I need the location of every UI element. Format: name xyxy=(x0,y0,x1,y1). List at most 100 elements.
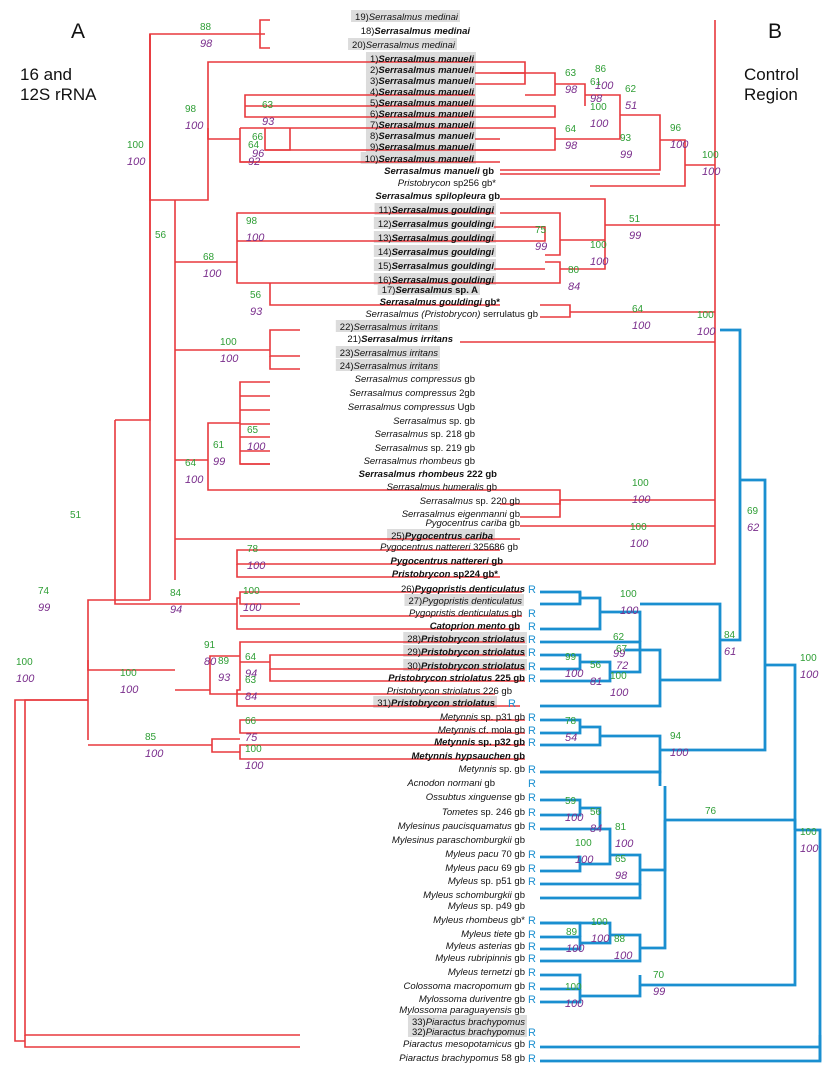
tree-a-branch xyxy=(236,641,525,707)
taxon-number: 26) xyxy=(401,584,415,595)
taxon-suffix: gb xyxy=(512,792,525,803)
support-bootstrap: 64 xyxy=(632,304,644,315)
taxon-name: Catoprion mento xyxy=(430,621,506,632)
tree-b-branch xyxy=(540,770,662,786)
taxon-name: Serrasalmus humeralis xyxy=(387,482,484,493)
taxon-name: Myleus ternetzi xyxy=(448,967,513,978)
tree-a-branch xyxy=(209,655,495,695)
support-bootstrap: 100 xyxy=(702,150,719,161)
r-marker: R xyxy=(528,725,536,737)
taxon-name: Serrasalmus manueli xyxy=(378,65,474,76)
taxon-label: 18)Serrasalmus medinai xyxy=(361,26,471,37)
support-bootstrap: 66 xyxy=(252,132,264,143)
support-bootstrap: 91 xyxy=(204,640,216,651)
taxon-name: Serrasalmus xyxy=(420,496,474,507)
tree-a-branch xyxy=(211,738,240,753)
taxon-name: Serrasalmus irritans xyxy=(354,322,439,333)
taxon-name: Serrasalmus gouldingi xyxy=(392,247,495,258)
taxon-number: 5) xyxy=(370,98,378,109)
taxon-name: Serrasalmus manueli xyxy=(378,109,474,120)
support-bootstrap: 88 xyxy=(200,22,212,33)
taxon-suffix: gb xyxy=(489,556,503,567)
support-bootstrap: 51 xyxy=(629,214,641,225)
taxon-name: Serrasalmus xyxy=(375,443,429,454)
taxon-name: Serrasalmus medinai xyxy=(366,40,456,51)
taxon-suffix: Ugb xyxy=(455,402,475,413)
taxon-suffix: 226 gb xyxy=(480,686,512,697)
taxon-highlight xyxy=(365,74,476,86)
support-posterior: 100 xyxy=(591,933,610,945)
support-bootstrap: 100 xyxy=(800,653,817,664)
taxon-label: Pristobrycon striolatus 225 gb xyxy=(388,673,525,684)
support-bootstrap: 100 xyxy=(127,140,144,151)
tree-b-branch xyxy=(580,843,612,866)
support-bootstrap: 56 xyxy=(155,230,167,241)
taxon-name: Metynnis xyxy=(438,725,476,736)
taxon-suffix: 225 gb xyxy=(492,673,525,684)
taxon-suffix: gb xyxy=(512,994,525,1005)
taxon-label: 13)Serrasalmus gouldingi xyxy=(378,233,495,244)
support-posterior: 100 xyxy=(245,760,264,772)
taxon-number: 1) xyxy=(370,54,378,65)
taxon-label: 32)Piaractus brachypomus xyxy=(412,1027,525,1038)
support-posterior: 80 xyxy=(204,656,217,668)
support-bootstrap: 68 xyxy=(203,252,215,263)
taxon-number: 21) xyxy=(347,334,361,345)
tree-a-branch xyxy=(175,128,209,201)
taxon-label: Serrasalmus rhombeus 222 gb xyxy=(359,469,498,480)
support-bootstrap: 56 xyxy=(250,290,262,301)
taxon-label: Serrasalmus sp. 219 gb xyxy=(375,443,475,454)
taxon-number: 2) xyxy=(370,65,378,76)
support-posterior: 100 xyxy=(632,494,651,506)
support-posterior: 94 xyxy=(170,604,182,616)
taxon-name: Pristobrycon striolatus xyxy=(391,698,495,709)
tree-a-branch xyxy=(114,600,175,605)
tree-b-branch xyxy=(540,973,582,991)
support-bootstrap: 56 xyxy=(590,807,602,818)
taxon-name: Pristobrycon striolatus xyxy=(387,686,481,697)
taxon-highlight xyxy=(373,245,496,257)
taxon-number: 20) xyxy=(352,40,366,51)
taxon-highlight xyxy=(403,659,527,671)
taxon-name: Mylossoma paraguayensis xyxy=(399,1005,512,1016)
taxon-suffix: gb xyxy=(512,1039,525,1050)
tree-a-branch xyxy=(269,669,525,682)
taxon-name: Serrasalmus compressus xyxy=(355,374,462,385)
taxon-suffix: 58 gb xyxy=(499,1053,525,1064)
support-bootstrap: 78 xyxy=(247,544,259,555)
taxon-suffix: sp. 246 gb xyxy=(478,807,525,818)
taxon-label: Myleus ternetzi gb xyxy=(448,967,525,978)
taxon-name: Serrasalmus xyxy=(375,429,429,440)
tree-b-branch xyxy=(540,989,582,1004)
taxon-highlight xyxy=(365,85,476,97)
r-marker: R xyxy=(528,764,536,776)
taxon-label: 17)Serrasalmus sp. A xyxy=(382,285,478,296)
tree-a-branch xyxy=(500,489,561,505)
support-posterior: 96 xyxy=(252,148,265,160)
taxon-label: Mylesinus paucisquamatus gb xyxy=(398,821,525,832)
taxon-number: 27) xyxy=(408,596,422,607)
support-posterior: 100 xyxy=(127,156,146,168)
support-posterior: 98 xyxy=(615,870,628,882)
support-bootstrap: 70 xyxy=(653,970,665,981)
taxon-label: 24)Serrasalmus irritans xyxy=(340,361,438,372)
taxon-label: 23)Serrasalmus irritans xyxy=(340,348,438,359)
taxon-name: Metynnis xyxy=(440,712,478,723)
taxon-label: Myleus schomburgkii gb xyxy=(423,890,525,901)
support-bootstrap: 59 xyxy=(565,796,577,807)
taxon-label: 29)Pristobrycon striolatus xyxy=(407,647,525,658)
r-marker: R xyxy=(528,584,536,596)
tree-b-branch xyxy=(600,610,642,642)
support-posterior: 100 xyxy=(630,538,649,550)
taxon-label: Myleus tiete gb xyxy=(461,929,525,940)
taxon-name: Serrasalmus manueli xyxy=(378,142,474,153)
support-posterior: 84 xyxy=(245,691,257,703)
taxon-suffix: gb xyxy=(482,778,495,789)
support-bootstrap: 61 xyxy=(213,440,225,451)
taxon-label: 30)Pristobrycon striolatus xyxy=(407,661,525,672)
taxon-highlight xyxy=(373,231,496,243)
support-bootstrap: 100 xyxy=(610,671,627,682)
tree-a-branch xyxy=(500,198,606,270)
support-bootstrap: 62 xyxy=(625,84,637,95)
